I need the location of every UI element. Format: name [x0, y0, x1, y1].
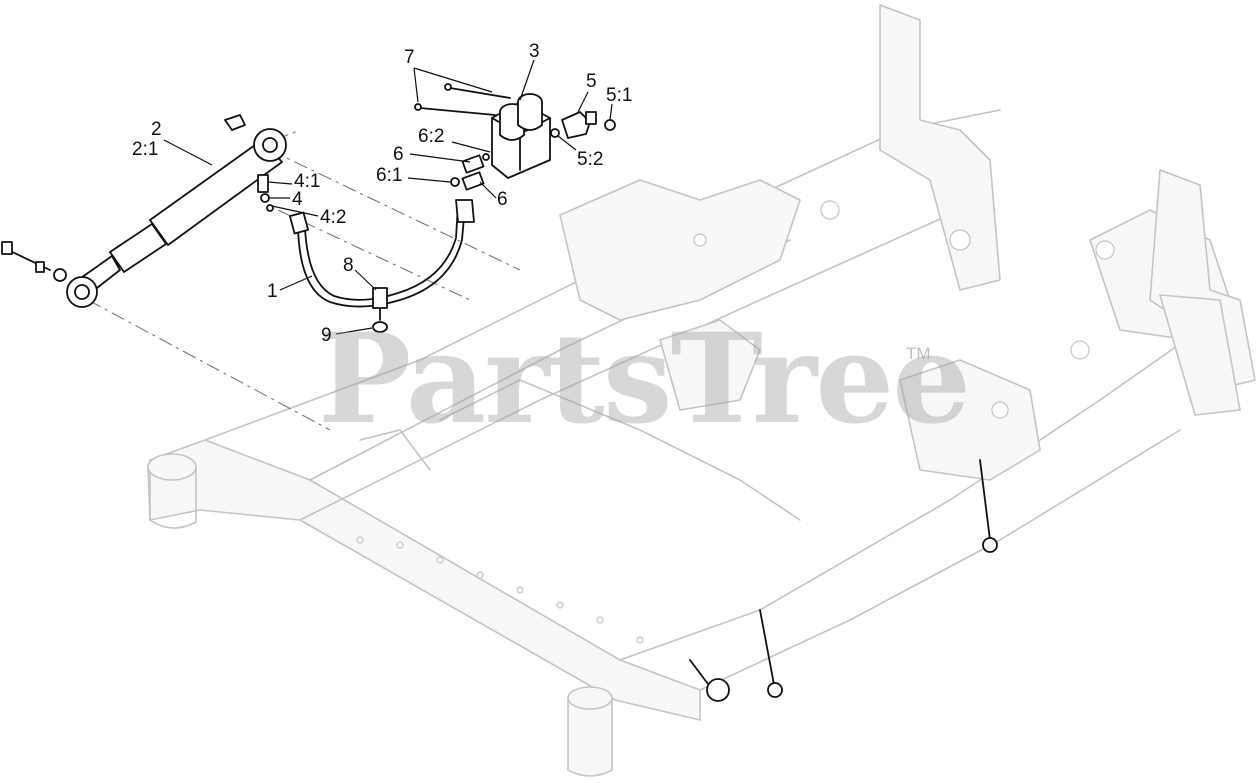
callout-5: 5	[586, 71, 597, 92]
callout-6-top: 6	[393, 144, 404, 165]
callout-5-2: 5:2	[577, 149, 604, 170]
watermark-trademark: TM	[906, 344, 931, 363]
hydraulic-hose	[289, 199, 475, 308]
callout-6-1: 6:1	[376, 165, 403, 186]
callout-6-2: 6:2	[418, 126, 445, 147]
callout-7: 7	[404, 47, 415, 68]
callout-5-1: 5:1	[606, 85, 633, 106]
callout-2-1: 2:1	[132, 139, 159, 160]
callout-9: 9	[321, 325, 332, 346]
callout-3: 3	[529, 41, 540, 62]
callout-4-2: 4:2	[320, 207, 347, 228]
cylinder-fittings	[257, 174, 274, 212]
callout-4-1: 4:1	[294, 171, 321, 192]
leader-lines	[163, 59, 613, 335]
callout-8: 8	[343, 255, 354, 276]
hydraulic-cylinder	[1, 114, 287, 308]
callout-1: 1	[267, 281, 278, 302]
callout-6-bottom: 6	[497, 189, 508, 210]
hose-clamp	[372, 287, 388, 333]
callout-4: 4	[292, 189, 303, 210]
watermark-logo: PartsTree	[318, 307, 971, 452]
callout-2: 2	[151, 119, 162, 140]
elbow-fitting	[550, 111, 616, 139]
valve-block	[414, 83, 551, 179]
mower-frame	[147, 4, 1256, 777]
straight-fittings	[450, 153, 490, 191]
